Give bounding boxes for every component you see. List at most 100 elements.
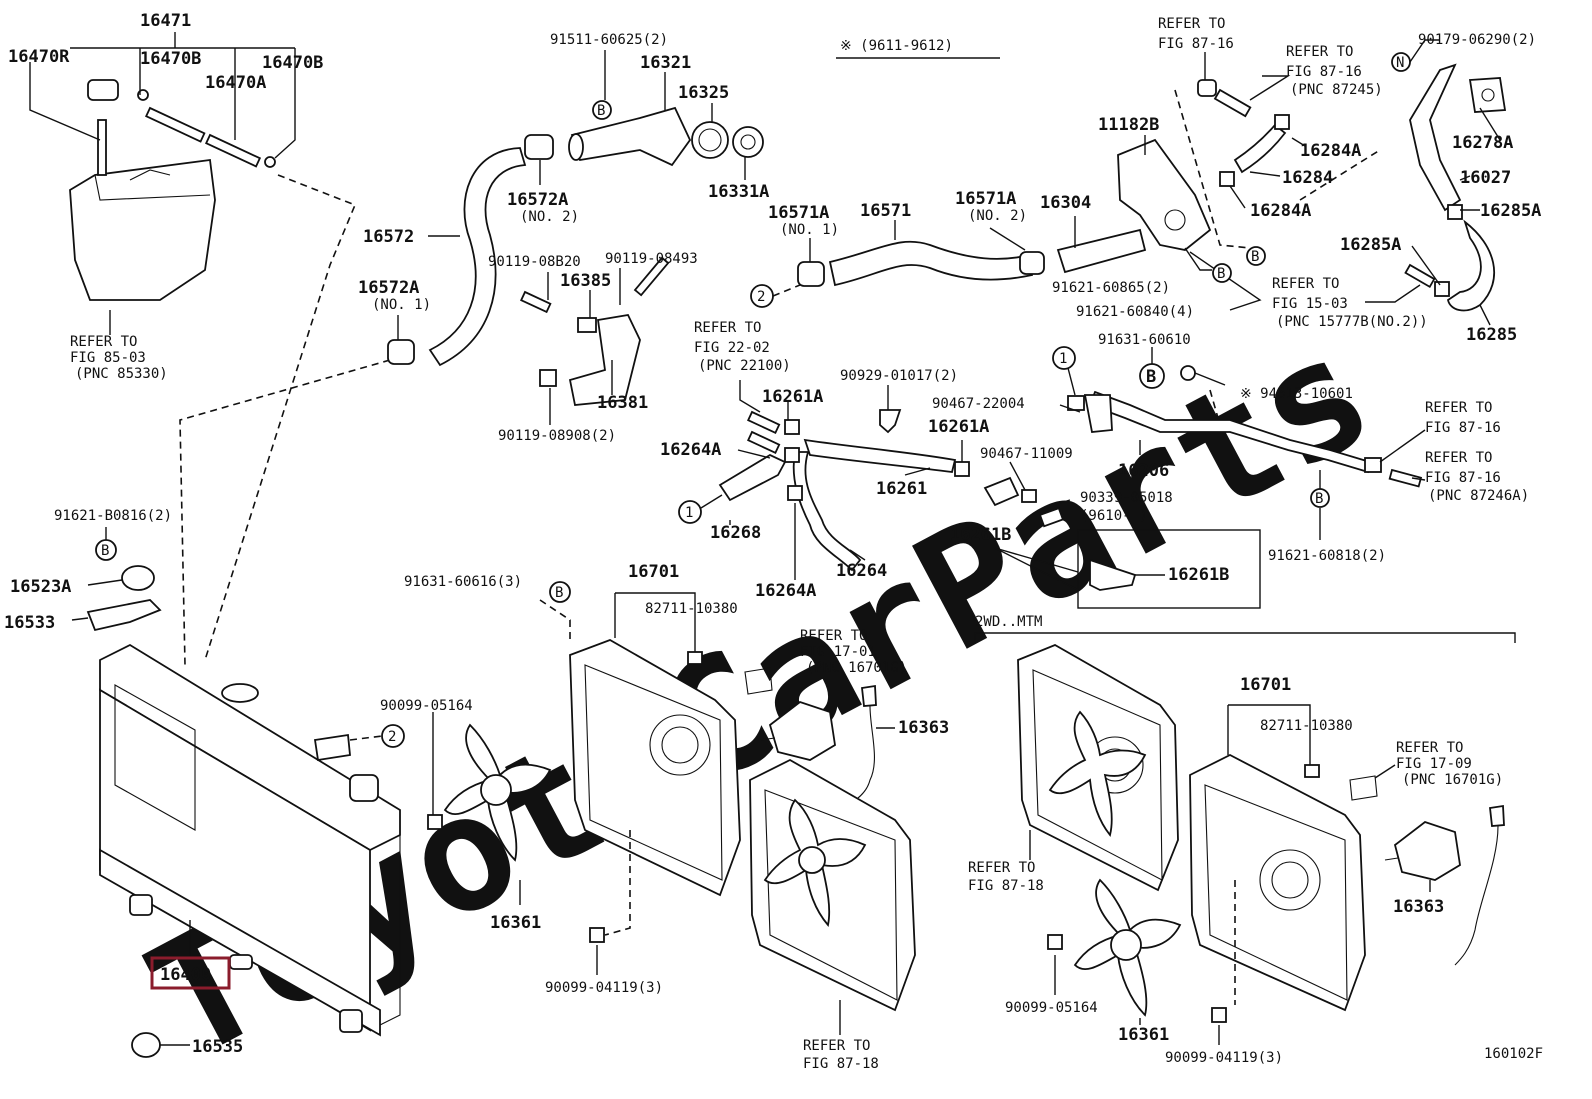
label-16363-right: 16363 — [1393, 897, 1444, 917]
ref-87-16-b-line1: REFER TO — [1286, 44, 1353, 60]
clamp-16261A-1[interactable] — [784, 419, 800, 435]
label-91511-60625: 91511-60625(2) — [550, 32, 668, 48]
bolt-90099-04119-left[interactable] — [589, 927, 605, 943]
cushion-90099-05164-right[interactable] — [1047, 934, 1063, 950]
label-16572A-no2-sub: (NO. 2) — [520, 209, 579, 225]
fan-motor-left[interactable] — [768, 700, 836, 761]
bolt-90119-08B20[interactable] — [520, 290, 552, 314]
clamp-16264A-2[interactable] — [787, 485, 803, 501]
label-16261B-1: 16261B — [950, 525, 1011, 545]
svg-text:1: 1 — [1059, 351, 1067, 367]
label-16264: 16264 — [836, 561, 887, 581]
drain-plug-16535[interactable] — [131, 1032, 161, 1058]
pipe-stub-upper[interactable] — [747, 410, 781, 435]
clamp-16285A-2[interactable] — [1434, 281, 1450, 297]
fan-shroud-right-b[interactable] — [1189, 753, 1366, 1012]
hose-16285[interactable] — [1446, 219, 1496, 312]
hose-87246A[interactable] — [1388, 468, 1423, 488]
label-16027: 16027 — [1460, 168, 1511, 188]
hose-16572[interactable] — [428, 147, 527, 367]
clamp-90467-11009[interactable] — [1021, 489, 1037, 503]
fan-shroud-16701-left[interactable] — [569, 639, 741, 897]
label-16572: 16572 — [363, 227, 414, 247]
clamp-16285A-1[interactable] — [1447, 204, 1463, 220]
overflow-hose-b[interactable] — [205, 133, 262, 168]
clamp-16261A-2[interactable] — [954, 461, 970, 477]
pipe-stub-lower[interactable] — [747, 430, 781, 455]
plug-90339[interactable] — [1038, 507, 1065, 528]
cushion-16523A[interactable] — [121, 565, 155, 591]
label-16261A-1: 16261A — [762, 387, 823, 407]
water-outlet-16321[interactable] — [570, 106, 692, 167]
svg-text:N: N — [1396, 55, 1404, 71]
ref-22-02-line2: FIG 22-02 — [694, 340, 770, 356]
clamp-upper-right[interactable] — [1197, 79, 1217, 97]
bolt-90099-04119-right[interactable] — [1211, 1007, 1227, 1023]
svg-text:B: B — [555, 585, 563, 601]
fan-shroud-second-left[interactable] — [749, 758, 916, 1012]
ref-22-02-line3: (PNC 22100) — [698, 358, 791, 374]
nut-16385[interactable] — [577, 317, 597, 333]
clamp-16572A-no1[interactable] — [387, 339, 415, 365]
water-pipe-group: 1 1 B — [678, 346, 1426, 580]
gasket-16278A[interactable] — [1468, 77, 1507, 113]
valve-90929[interactable] — [879, 409, 902, 434]
label-90099-05164-left: 90099-05164 — [380, 698, 473, 714]
bracket-16381[interactable] — [568, 314, 641, 406]
label-16361-left: 16361 — [490, 913, 541, 933]
ref-87-16-b-line3: (PNC 87245) — [1290, 82, 1383, 98]
overflow-hose-a[interactable] — [145, 106, 206, 143]
svg-text:2: 2 — [757, 289, 765, 305]
hose-16261[interactable] — [803, 438, 957, 473]
label-91621-60840: 91621-60840(4) — [1076, 304, 1194, 320]
hose-16264[interactable] — [792, 451, 862, 572]
clip-82711-left[interactable] — [687, 651, 703, 665]
clamp-16571A-no1[interactable] — [797, 261, 825, 287]
fan-set-right — [974, 632, 1516, 1045]
label-16363-left: 16363 — [898, 718, 949, 738]
label-16571A-no1: 16571A — [768, 203, 829, 223]
radiator-16400[interactable]: 2 — [99, 643, 405, 1037]
support-16533[interactable] — [86, 599, 162, 632]
fitting-16261B-detail[interactable] — [1089, 558, 1137, 591]
clamp-16572A-no2[interactable] — [524, 134, 554, 160]
bolt-90119-08493[interactable] — [633, 256, 670, 297]
bolt-90119-08908[interactable] — [539, 369, 557, 387]
hose-short-15777B[interactable] — [1404, 263, 1436, 289]
hose-16571[interactable] — [828, 240, 1033, 287]
clamp-16264A-1[interactable] — [784, 447, 800, 463]
label-16284: 16284 — [1282, 168, 1333, 188]
clamp-right-pipe[interactable] — [1364, 457, 1382, 473]
label-16572A-no1: 16572A — [358, 278, 419, 298]
label-90179-06290: 90179-06290(2) — [1418, 32, 1536, 48]
pipe-16027[interactable] — [1409, 63, 1462, 212]
reservoir-cap[interactable] — [87, 79, 119, 101]
fan-motor-right[interactable] — [1393, 820, 1461, 881]
clamp-16284A-1[interactable] — [1274, 114, 1290, 130]
union-16268[interactable] — [718, 453, 787, 502]
ref-87-18-b-line1: REFER TO — [968, 860, 1035, 876]
label-16523A: 16523A — [10, 577, 71, 597]
hose-16284[interactable] — [1233, 123, 1287, 174]
ref-17-01-line3: (PNC 16701G) — [806, 660, 907, 676]
housing-11182B[interactable] — [1117, 138, 1212, 251]
svg-text:B: B — [1315, 491, 1323, 507]
clamp-16571A-no2[interactable] — [1019, 251, 1045, 275]
reservoir-hose[interactable] — [97, 119, 107, 176]
radiator-cap[interactable] — [221, 683, 259, 703]
pipe-16304[interactable] — [1056, 228, 1147, 274]
label-90099-04119-right: 90099-04119(3) — [1165, 1050, 1283, 1066]
reservoir-tank[interactable] — [69, 158, 216, 301]
clamp-16284A-2[interactable] — [1219, 171, 1235, 187]
cushion-90099-05164-left[interactable] — [427, 814, 443, 830]
svg-text:B: B — [1146, 367, 1156, 387]
label-16264A-1: 16264A — [660, 440, 721, 460]
ref-15-03-line1: REFER TO — [1272, 276, 1339, 292]
fitting-16261B[interactable] — [983, 476, 1020, 507]
clip-82711-right[interactable] — [1304, 764, 1320, 778]
label-16278A: 16278A — [1452, 133, 1513, 153]
gasket-16325[interactable] — [691, 121, 729, 159]
thermostat-16331A[interactable] — [732, 126, 764, 158]
ref-17-09-line1: REFER TO — [1396, 740, 1463, 756]
hose-short[interactable] — [1213, 88, 1252, 118]
